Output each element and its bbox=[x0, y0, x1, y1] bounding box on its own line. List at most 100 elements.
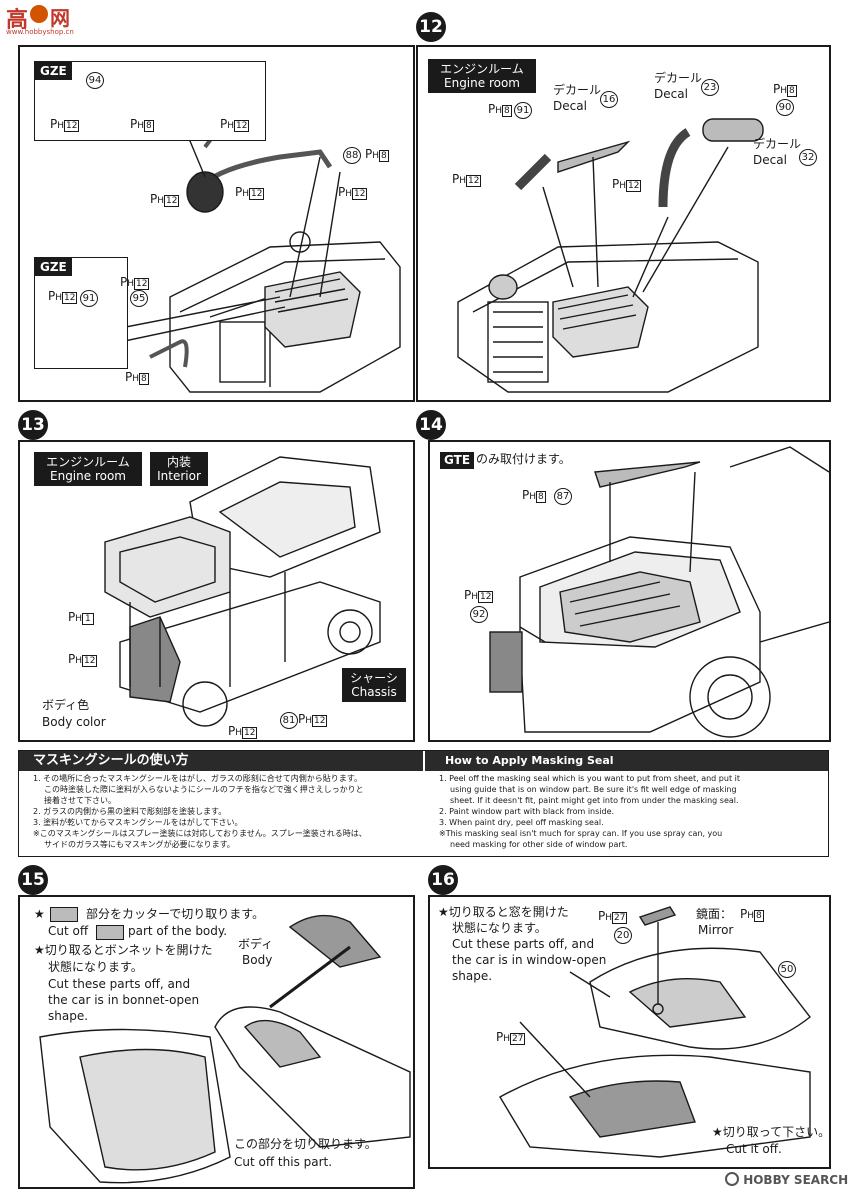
chassis-assembly-drawing bbox=[104, 456, 381, 727]
bonnet-cut-drawing bbox=[39, 914, 411, 1184]
panel-step-13: エンジンルーム Engine room 内装 Interior シャーシ Cha… bbox=[18, 440, 415, 742]
watermark-logo-icon bbox=[30, 5, 48, 23]
s15-gray-swatch-1 bbox=[50, 907, 78, 922]
engine-room-en-12: Engine room bbox=[444, 76, 520, 90]
interior-tag: 内装 Interior bbox=[150, 452, 208, 486]
masking-en-line: sheet. If it deesn't fit, paint might ge… bbox=[450, 796, 739, 805]
s15-body-en: Body bbox=[242, 953, 273, 967]
s16-line2: 状態になります。 bbox=[452, 921, 547, 935]
gze-inset-bottom: GZE bbox=[34, 257, 128, 369]
mirror-en: Mirror bbox=[698, 923, 734, 937]
part-32: 32 bbox=[799, 149, 817, 166]
part-87: 87 bbox=[554, 488, 572, 505]
masking-title-en-bar: How to Apply Masking Seal bbox=[425, 751, 828, 771]
part-90: 90 bbox=[776, 99, 794, 116]
s15-body-jp: ボディ bbox=[238, 937, 274, 951]
mirror-jp: 鏡面： bbox=[696, 907, 733, 921]
interior-jp: 内装 bbox=[166, 455, 191, 469]
s16-line1: ★切り取ると窓を開けた bbox=[438, 905, 569, 919]
masking-title-jp: マスキングシールの使い方 bbox=[33, 753, 189, 768]
part-95: 95 bbox=[130, 290, 148, 307]
s15-line2-jp: ★切り取るとボンネットを開けた bbox=[34, 943, 213, 957]
window-cut-drawing bbox=[499, 906, 811, 1158]
masking-title-jp-bar: マスキングシールの使い方 bbox=[19, 751, 423, 771]
part-16: 16 bbox=[600, 91, 618, 108]
s16-cut-jp: ★切り取って下さい。 bbox=[712, 1125, 831, 1139]
part-23: 23 bbox=[701, 79, 719, 96]
s15-line2-jp2: 状態になります。 bbox=[48, 960, 143, 974]
masking-jp-line: ※このマスキングシールはスプレー塗装には対応しておりません。スプレー塗装される時… bbox=[33, 829, 367, 838]
engine-room-tag-12: エンジンルーム Engine room bbox=[428, 59, 536, 93]
interior-en: Interior bbox=[157, 469, 201, 483]
engine-room-drawing-12 bbox=[457, 118, 764, 393]
body-color-jp: ボディ色 bbox=[42, 698, 90, 712]
masking-jp-line: 接着させて下さい。 bbox=[44, 796, 116, 805]
masking-jp-line: サイドのガラス等にもマスキングが必要になります。 bbox=[44, 840, 235, 849]
s15-cut-jp: この部分を切り取ります。 bbox=[234, 1137, 377, 1151]
s15-line1-jp: 部分をカッターで切り取ります。 bbox=[86, 907, 265, 921]
masking-en-line: 2. Paint window part with black from ins… bbox=[439, 807, 615, 816]
panel-step-16: ★切り取ると窓を開けた 状態になります。 Cut these parts off… bbox=[428, 895, 831, 1169]
s15-line1-en-a: Cut off bbox=[48, 924, 89, 938]
part-94: 94 bbox=[86, 72, 104, 89]
gze-label-top: GZE bbox=[35, 62, 72, 80]
step-number-16: 16 bbox=[428, 865, 458, 895]
decal-en-32: Decal bbox=[753, 153, 787, 167]
s15-line1-star: ★ bbox=[34, 907, 45, 921]
watermark-glyph-2: 网 bbox=[50, 6, 70, 30]
gte-text: のみ取付けます。 bbox=[476, 452, 571, 466]
part-20: 20 bbox=[614, 927, 632, 944]
decal-en-16: Decal bbox=[553, 99, 587, 113]
step-number-15: 15 bbox=[18, 865, 48, 895]
masking-en-line: using guide that is on window part. Be s… bbox=[450, 785, 737, 794]
watermark-url: www.hobbyshop.cn bbox=[6, 28, 74, 36]
masking-section: マスキングシールの使い方 How to Apply Masking Seal 1… bbox=[18, 750, 829, 857]
step-number-13: 13 bbox=[18, 410, 48, 440]
watermark-glyph: 高 bbox=[6, 8, 29, 33]
masking-en-line: ※This masking seal isn't much for spray … bbox=[439, 829, 723, 838]
masking-jp-text: 1. その場所に合ったマスキングシールをはがし、ガラスの彫刻に合せて内側から貼り… bbox=[33, 773, 417, 850]
chassis-en: Chassis bbox=[351, 685, 397, 699]
decal-jp-23: デカール bbox=[654, 71, 703, 85]
s15-line1-en-b: part of the body. bbox=[128, 924, 228, 938]
part-91: 91 bbox=[80, 290, 98, 307]
masking-jp-line: この時塗装した際に塗料が入らないようにシールのフチを指などで強く押さえしっかりと bbox=[44, 785, 364, 794]
s16-line4: the car is in window-open bbox=[452, 953, 607, 967]
masking-en-line: 3. When paint dry, peel off masking seal… bbox=[439, 818, 604, 827]
engine-room-jp-12: エンジンルーム bbox=[440, 62, 524, 76]
part-81: 81 bbox=[280, 712, 298, 729]
body-color-en: Body color bbox=[42, 715, 106, 729]
part-50: 50 bbox=[778, 961, 796, 978]
chassis-tag: シャーシ Chassis bbox=[342, 668, 406, 702]
s16-line5: shape. bbox=[452, 969, 493, 983]
s15-gray-swatch-2 bbox=[96, 925, 124, 940]
gte-badge: GTE bbox=[440, 452, 475, 469]
watermark-top: 高 网 www.hobbyshop.cn bbox=[4, 2, 74, 42]
engine-room-tag-13: エンジンルーム Engine room bbox=[34, 452, 142, 486]
part-92: 92 bbox=[470, 606, 488, 623]
masking-title-en: How to Apply Masking Seal bbox=[445, 754, 614, 767]
part-88: 88 bbox=[343, 147, 361, 164]
s15-line2-en1: Cut these parts off, and bbox=[48, 977, 191, 991]
s15-line2-en2: the car is in bonnet-open bbox=[48, 993, 200, 1007]
masking-jp-line: 3. 塗料が乾いてからマスキングシールをはがして下さい。 bbox=[33, 818, 243, 827]
